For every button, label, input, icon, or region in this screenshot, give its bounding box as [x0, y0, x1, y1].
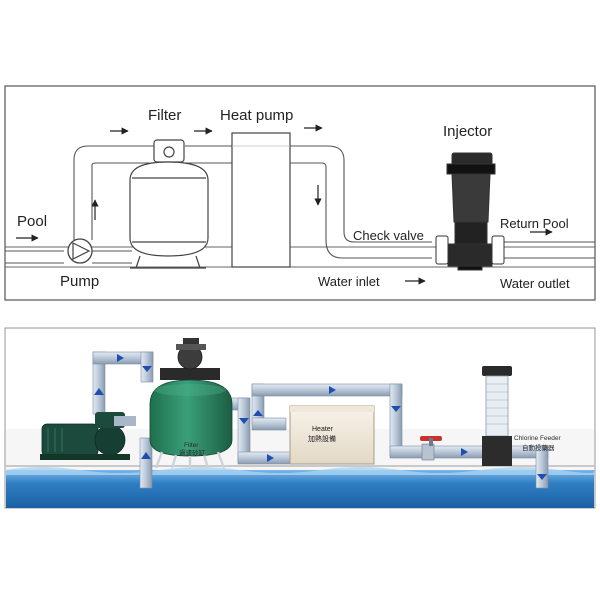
label-return-pool: Return Pool: [500, 216, 569, 231]
chlorine-feeder: Chlorine Feeder 自動投藥器: [482, 366, 561, 466]
flow-arrow-3: [117, 354, 124, 362]
filter-label-cn: 過濾砂缸: [179, 448, 206, 457]
flow-arrow-2: [94, 388, 104, 395]
flow-arrow-10: [461, 448, 468, 456]
flow-arrow-9: [391, 406, 401, 412]
label-water-inlet: Water inlet: [318, 274, 380, 289]
illustration-panel: Filter 過濾砂缸 Heater 加熱設備 Chlorine Feeder: [4, 327, 596, 509]
label-pool: Pool: [17, 213, 47, 230]
heater-label-en: Heater: [312, 426, 334, 433]
illustration-flow-arrows: [94, 354, 547, 480]
pump-symbol: [67, 238, 93, 264]
flow-arrow-1: [141, 452, 151, 459]
schematic-frame: [4, 85, 596, 301]
injector-symbol: [435, 152, 505, 271]
filter-label-en: Filter: [184, 442, 199, 449]
heater-unit: Heater 加熱設備: [289, 405, 375, 465]
filter-tank-symbol: [129, 139, 209, 269]
schematic-panel: Pool Pump Filter Heat pump Injector Chec…: [4, 85, 596, 301]
pool-water: [6, 465, 595, 508]
schematic-flow-arrows: [16, 124, 553, 285]
chlorine-label-cn: 自動投藥器: [522, 443, 555, 452]
label-heat-pump: Heat pump: [220, 107, 293, 124]
label-injector: Injector: [443, 123, 492, 140]
flow-arrow-7: [253, 410, 263, 416]
schematic-pipes: [5, 145, 595, 264]
flow-arrow-5: [239, 418, 249, 424]
label-pump: Pump: [60, 273, 99, 290]
check-valve: [420, 436, 442, 461]
label-filter: Filter: [148, 107, 181, 124]
heat-pump-symbol: [231, 132, 291, 268]
filter-tank: Filter 過濾砂缸: [149, 338, 233, 469]
flow-arrow-4: [142, 366, 152, 372]
pump-unit: [40, 412, 136, 460]
label-water-outlet: Water outlet: [500, 276, 570, 291]
flow-arrow-6: [267, 454, 274, 462]
chlorine-label-en: Chlorine Feeder: [514, 435, 561, 442]
flow-arrow-8: [329, 386, 336, 394]
label-check-valve: Check valve: [353, 228, 424, 243]
flow-arrow-11: [537, 474, 547, 480]
heater-label-cn: 加熱設備: [308, 434, 336, 443]
